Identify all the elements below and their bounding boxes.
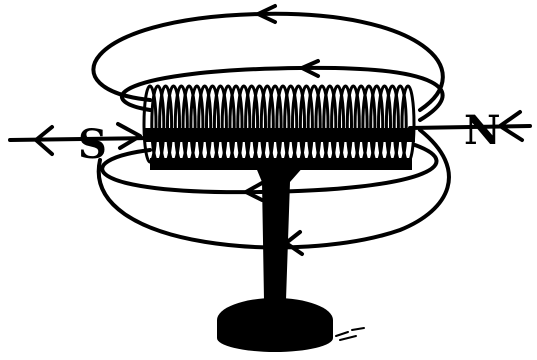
- arrow-head-outer-bottom: [286, 232, 302, 254]
- arrow-head-axis-inner-left: [118, 124, 140, 148]
- north-pole-label: N: [464, 107, 501, 154]
- south-pole-label: S: [78, 121, 107, 168]
- scribble-mark: [336, 328, 364, 340]
- coil-turn: [402, 86, 414, 162]
- stand-base-bottom: [217, 324, 333, 352]
- coil-turns: [144, 86, 414, 162]
